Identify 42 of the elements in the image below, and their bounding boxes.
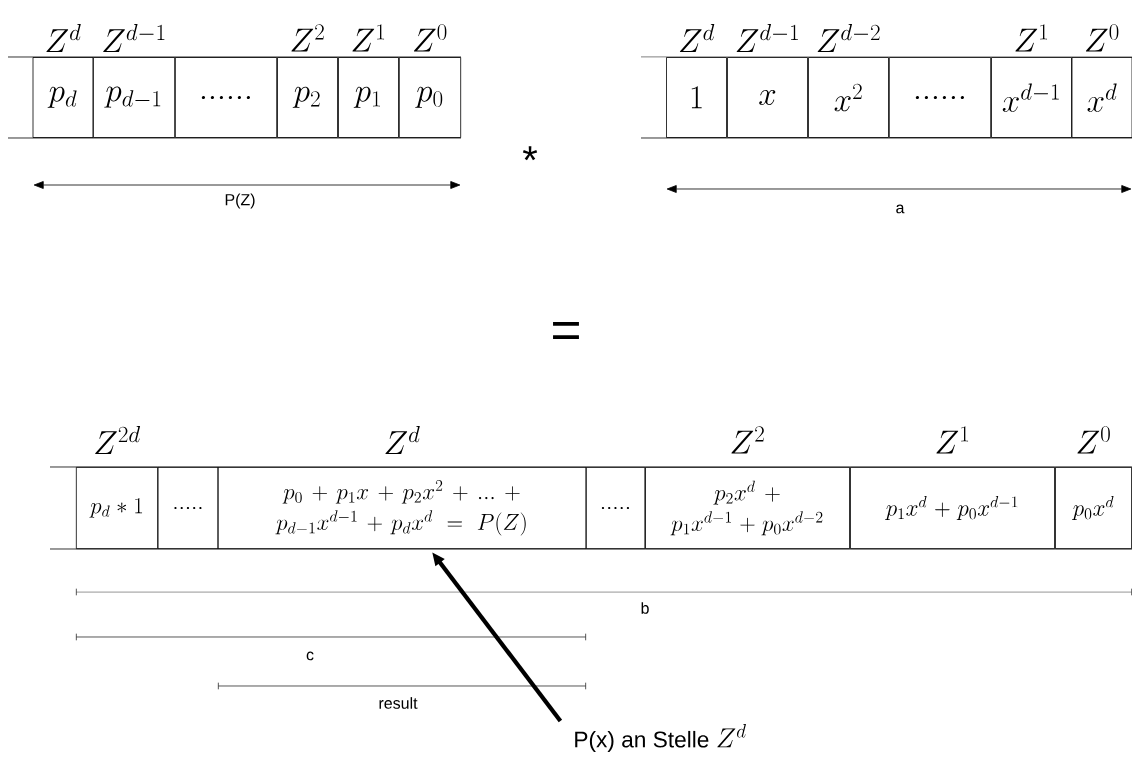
array-cell: $p_{0}x^{d}$ bbox=[1055, 466, 1132, 550]
array-cell: $p_{1}$ bbox=[338, 57, 399, 138]
dimension-label: P(Z) bbox=[225, 193, 255, 209]
power-label: $Z^{1}$ bbox=[936, 426, 969, 454]
array-cell: $x^{2}$ bbox=[808, 57, 889, 138]
power-label: $Z^{0}$ bbox=[413, 24, 447, 52]
power-label: $Z^{1}$ bbox=[352, 24, 385, 52]
array-cell: $x^{d-1}$ bbox=[991, 57, 1072, 138]
array-cell: $p_{2}x^{d}+p_{1}x^{d-1}+p_{0}x^{d-2}$ bbox=[645, 466, 850, 550]
power-label: $Z^{2}$ bbox=[731, 426, 764, 454]
array-cell: $......$ bbox=[174, 57, 278, 138]
array-cell: $......$ bbox=[888, 57, 992, 138]
dimension-label: a bbox=[896, 204, 905, 214]
dimension-label: result bbox=[379, 697, 418, 709]
array-cell: $p_{1}x^{d}+p_{0}x^{d-1}$ bbox=[850, 466, 1055, 550]
dimension-label: * bbox=[522, 146, 538, 161]
array-cell: $x^{d}$ bbox=[1071, 57, 1132, 138]
power-label: $Z^{0}$ bbox=[1085, 24, 1119, 52]
dimension-label: c bbox=[306, 651, 314, 661]
power-label: $Z^{d-1}$ bbox=[103, 24, 165, 52]
power-label: $Z^{d-2}$ bbox=[817, 24, 880, 52]
power-label: $Z^{d}$ bbox=[385, 426, 420, 454]
power-label: $Z^{1}$ bbox=[1015, 24, 1048, 52]
power-label: $Z^{0}$ bbox=[1077, 426, 1110, 454]
array-cell: $.....$ bbox=[157, 466, 219, 550]
callout-text: P(x) an Stelle $Z^{d}$ bbox=[575, 724, 746, 752]
power-label: $Z^{2}$ bbox=[291, 24, 324, 52]
array-cell: $p_{0}+p_{1}x+p_{2}x^{2}+...+p_{d-1}x^{d-1}+p_{d}x^{d}=P(Z)$ bbox=[217, 466, 587, 550]
array-cell: $p_{2}$ bbox=[277, 57, 338, 138]
power-label: $Z^{d}$ bbox=[46, 24, 81, 52]
power-label: $Z^{2d}$ bbox=[95, 426, 141, 454]
array-cell: $p_{d}$ bbox=[32, 57, 94, 138]
array-cell: $p_{d-1}$ bbox=[92, 57, 176, 138]
dimension-label: = bbox=[553, 321, 579, 340]
array-cell: $1$ bbox=[666, 57, 727, 138]
array-cell: $p_{0}$ bbox=[398, 57, 462, 138]
power-label: $Z^{d}$ bbox=[679, 24, 715, 52]
dimension-label: b bbox=[641, 602, 649, 614]
array-cell: $p_{d}*1$ bbox=[75, 466, 159, 550]
array-cell: $.....$ bbox=[585, 466, 646, 550]
array-cell: $x$ bbox=[727, 57, 808, 138]
power-label: $Z^{d-1}$ bbox=[736, 24, 798, 52]
